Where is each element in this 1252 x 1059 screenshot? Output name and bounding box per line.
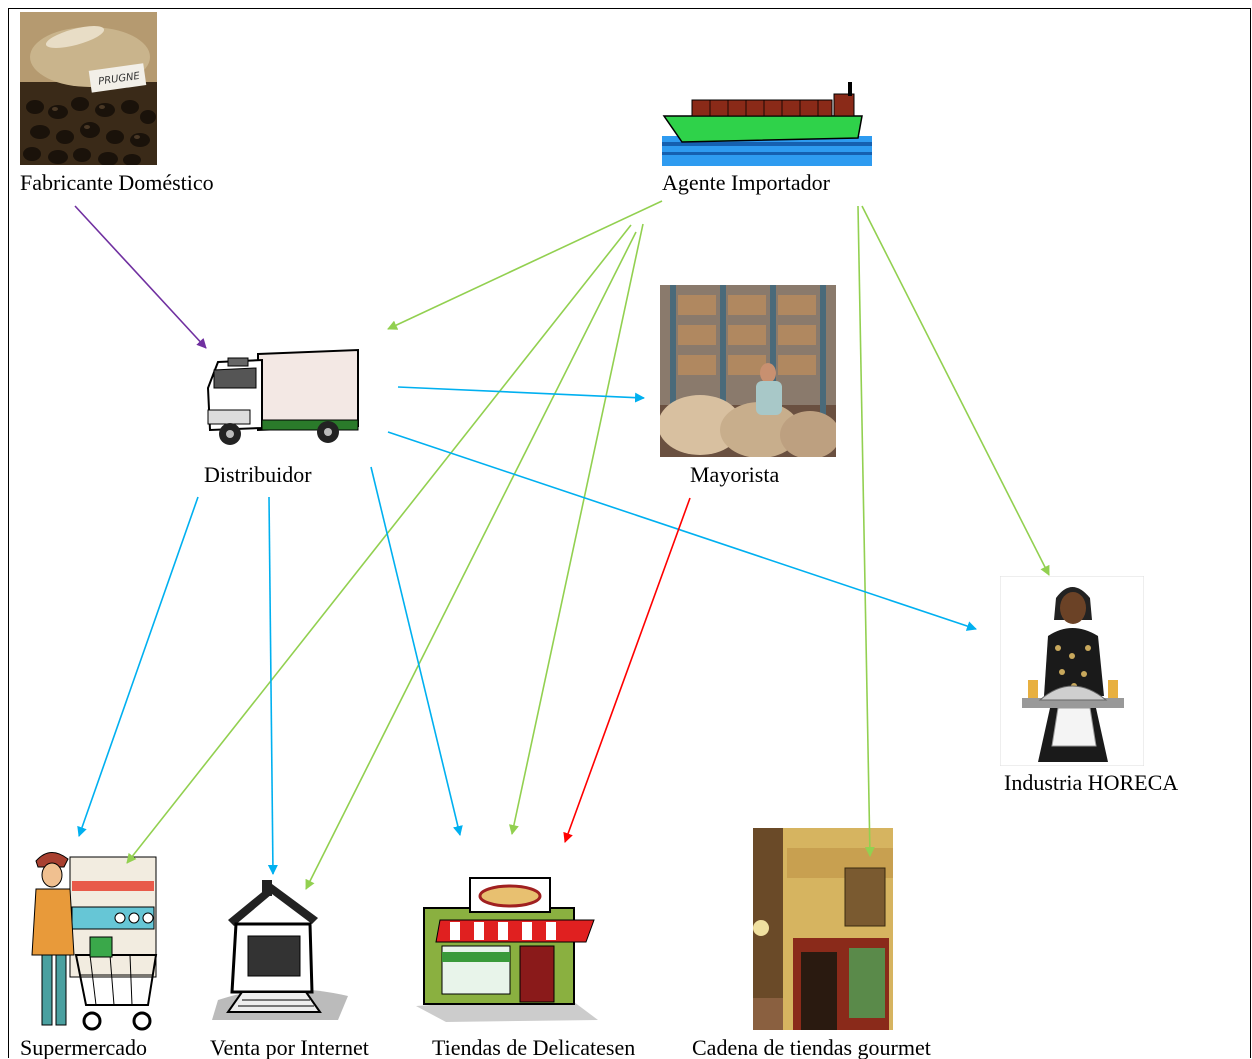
delivery-truck-icon (200, 348, 362, 448)
cargo-ship-icon (662, 80, 872, 166)
node-label-fabricante: Fabricante Doméstico (20, 170, 214, 195)
node-label-internet: Venta por Internet (210, 1035, 369, 1059)
waitress-with-tray-icon (1000, 576, 1144, 766)
node-label-gourmet: Cadena de tiendas gourmet (692, 1035, 931, 1059)
node-label-horeca: Industria HORECA (1004, 770, 1179, 795)
node-label-supermercado: Supermercado (20, 1035, 148, 1059)
arrow-distribuidor-mayorista (397, 386, 645, 403)
gourmet-storefront-photo-icon (753, 828, 893, 1030)
warehouse-worker-photo-icon (660, 285, 836, 457)
arrow-distribuidor-internet (267, 496, 278, 875)
arrow-distribuidor-horeca (387, 431, 977, 631)
arrow-importador-internet (305, 231, 637, 890)
node-label-mayorista: Mayorista (690, 462, 780, 487)
arrow-importador-delicatesen (509, 223, 644, 835)
shopper-with-cart-icon (20, 845, 160, 1033)
node-label-distribuidor: Distribuidor (204, 462, 312, 487)
node-label-importador: Agente Importador (662, 170, 830, 195)
node-label-delicatesen: Tiendas de Delicatesen (432, 1035, 636, 1059)
arrow-importador-gourmet (857, 205, 875, 857)
arrow-importador-distribuidor (387, 200, 663, 330)
diagram-frame (8, 8, 1251, 1058)
dried-prunes-photo-icon: PRUGNE (20, 12, 157, 165)
arrow-fabricante-distribuidor (74, 205, 207, 349)
arrow-distribuidor-supermercado (77, 496, 199, 837)
deli-shop-icon (416, 872, 598, 1022)
arrow-mayorista-delicatesen (563, 497, 691, 843)
arrow-importador-horeca (861, 205, 1050, 576)
arrow-distribuidor-delicatesen (370, 466, 463, 836)
computer-house-icon (208, 880, 354, 1020)
arrow-importador-supermercado (126, 224, 632, 864)
